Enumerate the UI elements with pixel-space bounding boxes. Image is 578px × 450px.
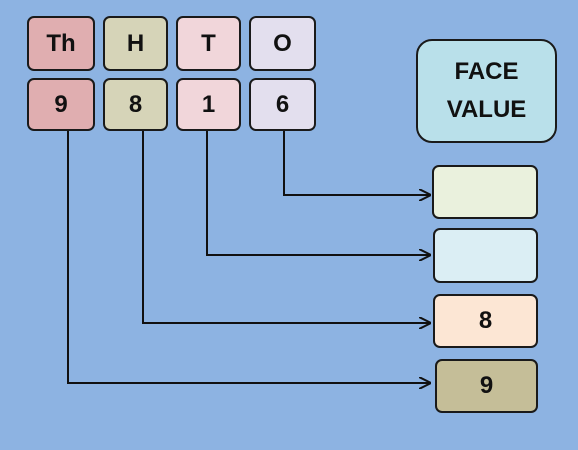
digit-tens: 1 <box>176 78 241 131</box>
face-value-thousands-box: 9 <box>435 359 538 413</box>
arrow-hundreds-to-face-value <box>142 130 430 323</box>
place-header-thousands: Th <box>27 16 95 71</box>
place-header-ones: O <box>249 16 316 71</box>
digit-hundreds: 8 <box>103 78 168 131</box>
face-value-tens-box <box>433 228 538 283</box>
place-header-tens: T <box>176 16 241 71</box>
face-value-title: FACE VALUE <box>416 39 557 143</box>
digit-thousands: 9 <box>27 78 95 131</box>
face-value-title-line1: FACE <box>454 58 519 85</box>
arrow-tens-to-face-value <box>206 130 430 255</box>
face-value-title-line2: VALUE <box>446 96 527 123</box>
arrow-ones-to-face-value <box>283 130 430 195</box>
face-value-ones-box <box>432 165 538 219</box>
place-header-hundreds: H <box>103 16 168 71</box>
arrow-thousands-to-face-value <box>67 130 430 383</box>
digit-ones: 6 <box>249 78 316 131</box>
face-value-hundreds-box: 8 <box>433 294 538 348</box>
